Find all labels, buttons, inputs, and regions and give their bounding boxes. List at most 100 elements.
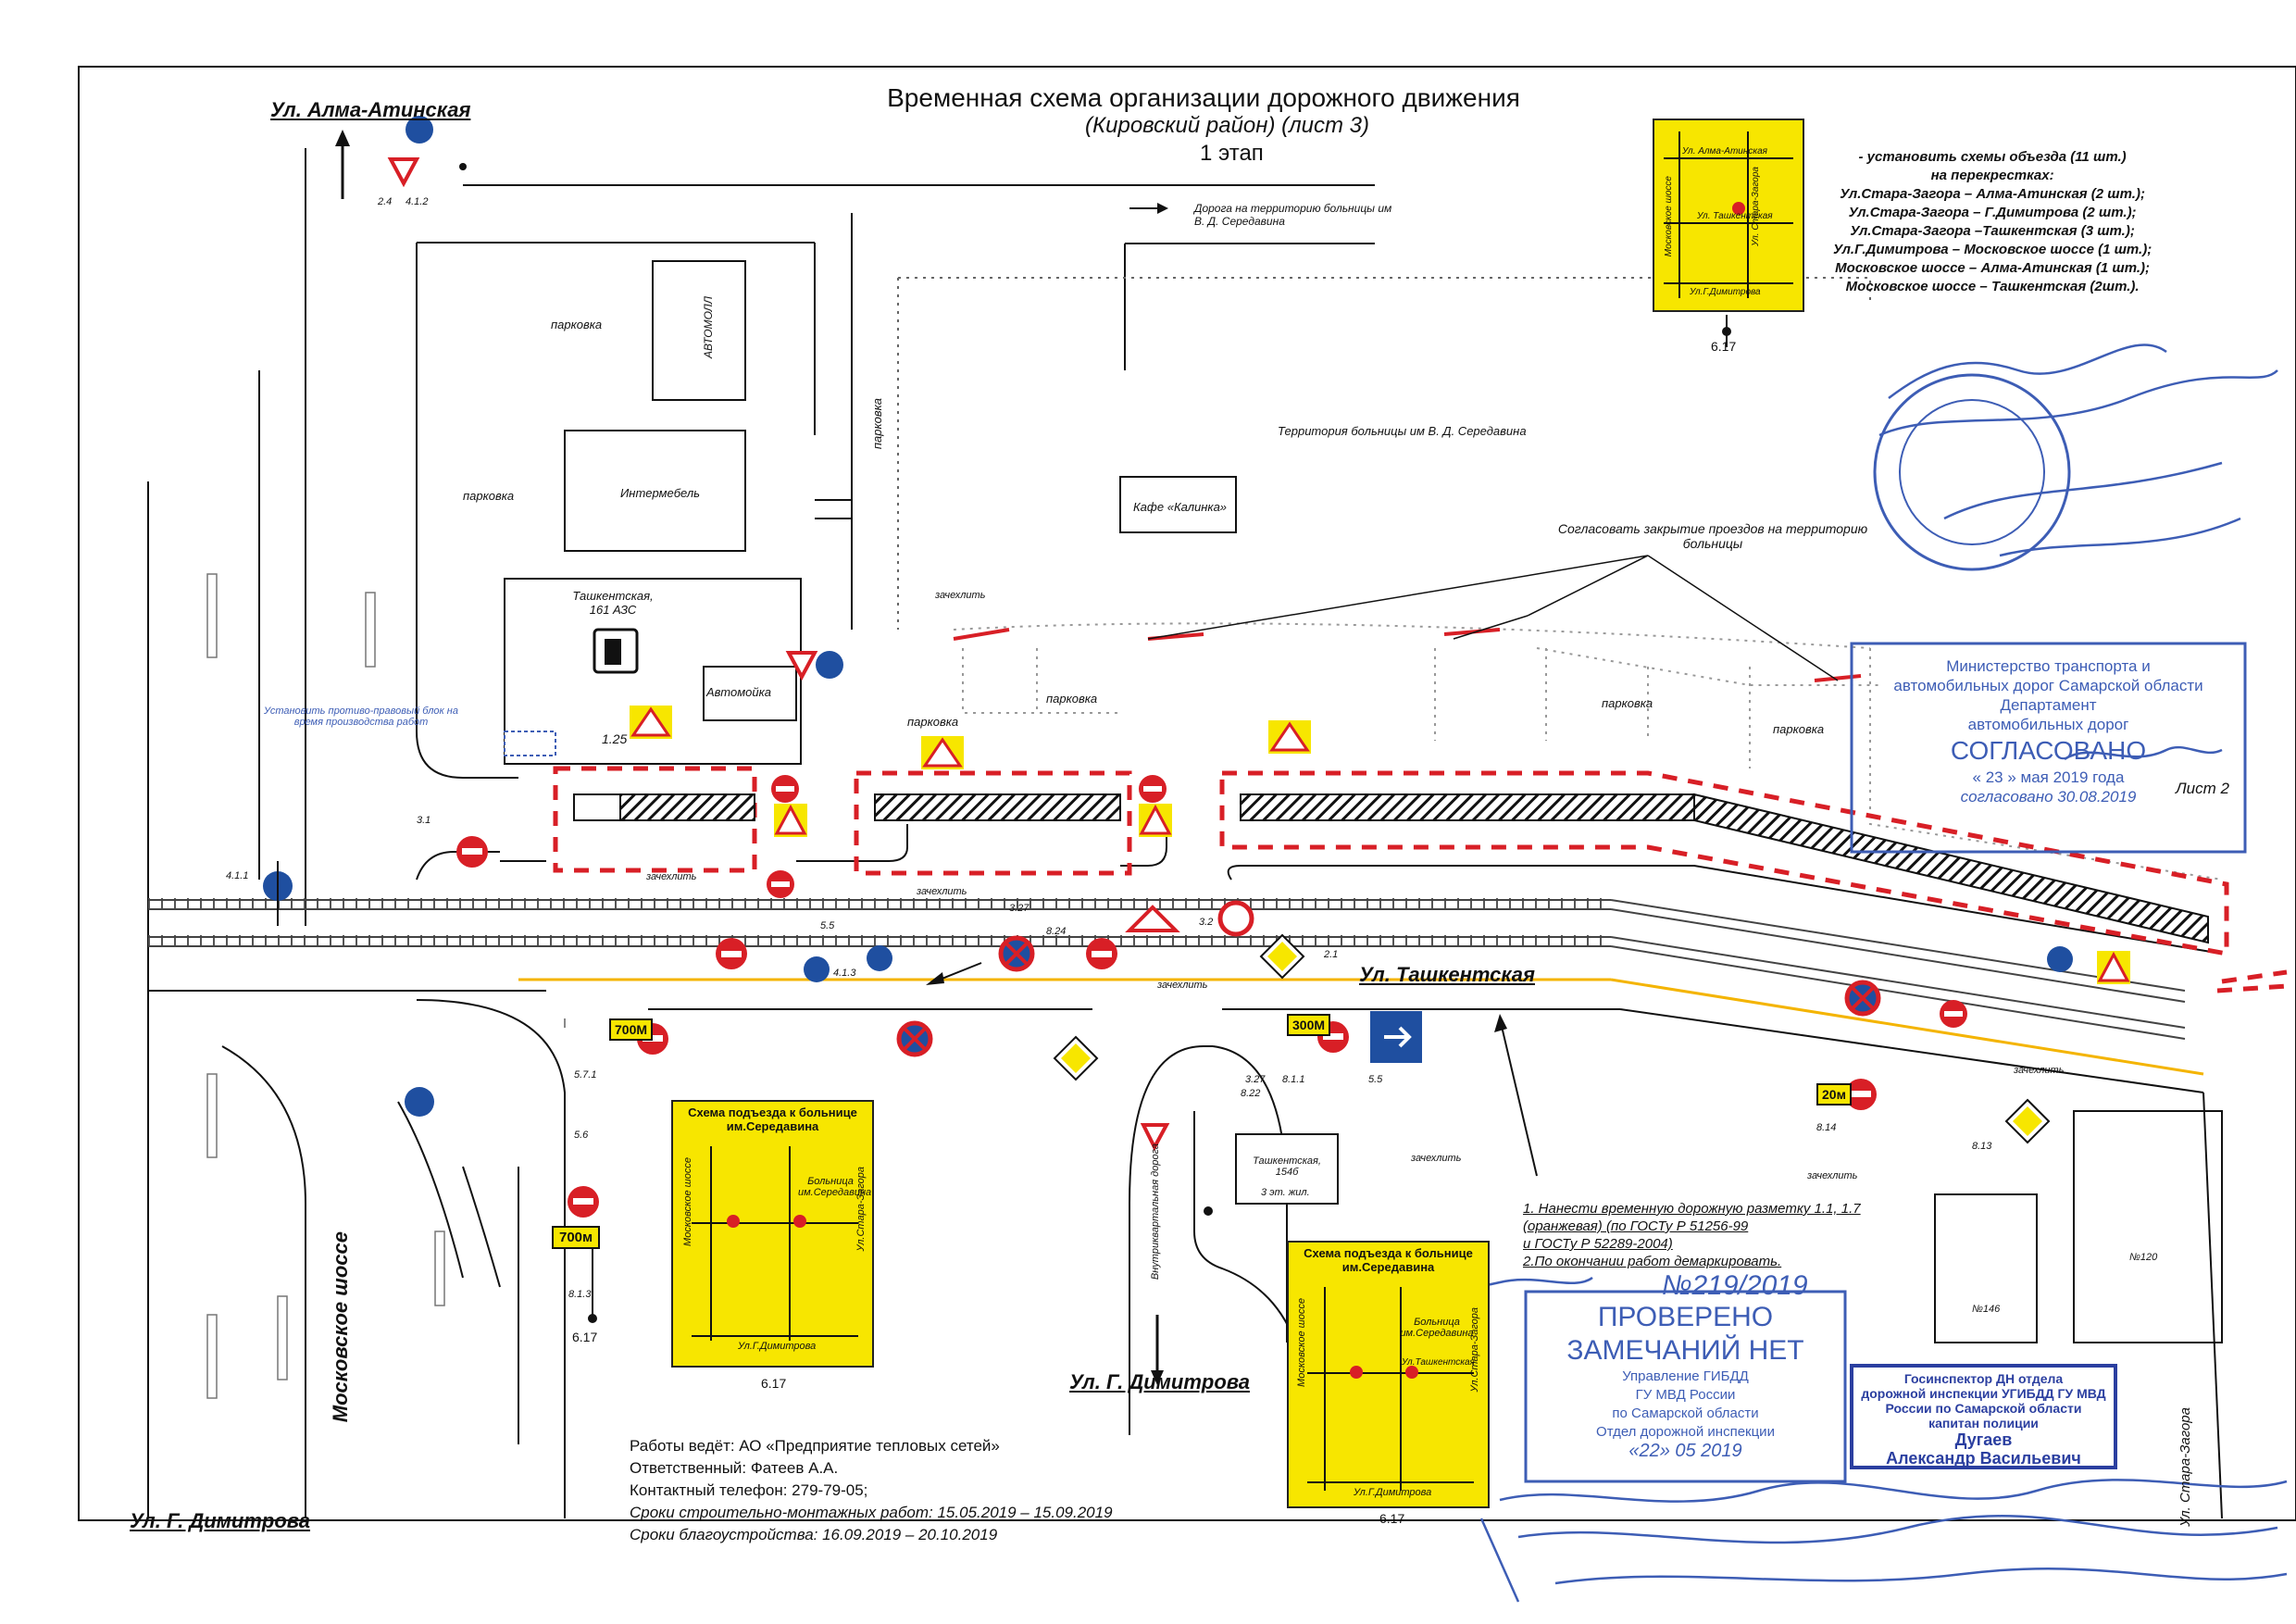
marking-line: и ГОСТу Р 52289-2004)	[1523, 1236, 1673, 1252]
distance-plate: 300М	[1287, 1014, 1331, 1036]
sign-code: 6.17	[1711, 339, 1737, 354]
sign-code: 8.1.1	[1282, 1074, 1305, 1085]
marking-line: 1. Нанести временную дорожную разметку 1…	[1523, 1201, 1861, 1217]
hospital-access-scheme-left: Схема подъезда к больнице им.Середавина …	[671, 1100, 874, 1368]
cover-note: зачехлить	[917, 886, 967, 897]
scheme-street: Московское шоссе	[1296, 1298, 1307, 1387]
cover-note: зачехлить	[1411, 1153, 1462, 1164]
building-address-label: Ташкентская, 154б	[1253, 1156, 1321, 1178]
car-wash-label: Автомойка	[706, 685, 771, 699]
scheme-street: Ул. Стара-Загора	[1751, 167, 1761, 246]
building-floors-label: 3 эт. жил.	[1261, 1187, 1310, 1198]
hospital-road-label: Дорога на территорию больницы им В. Д. С…	[1194, 202, 1392, 228]
street-dimitrova-left: Ул. Г. Димитрова	[130, 1509, 311, 1532]
sign-code: 4.1.1	[226, 870, 249, 881]
marking-note: 1. Нанести временную дорожную разметку 1…	[1523, 1200, 1861, 1270]
landscaping-dates: Сроки благоустройства: 16.09.2019 – 20.1…	[630, 1526, 998, 1543]
street-alma-atinskaya: Ул. Алма-Атинская	[270, 98, 471, 121]
street-moskovskoe: Московское шоссе	[329, 1231, 352, 1423]
detour-line: Московское шоссе – Алма-Атинская (1 шт.)…	[1835, 260, 2151, 276]
no-stopping-signs	[896, 935, 1881, 1057]
stamp-line: Дугаев	[1954, 1430, 2013, 1449]
scheme-title: Схема подъезда к больнице им.Середавина	[688, 1106, 857, 1133]
stamp-line: Департамент	[2000, 696, 2097, 714]
sign-code: 4.1.2	[406, 196, 429, 207]
antiram-note: Установить противо-правовый блок на врем…	[264, 706, 458, 728]
sign-code: 8.14	[1816, 1122, 1837, 1133]
cover-note: зачехлить	[646, 871, 697, 882]
construction-dates: Сроки строительно-монтажных работ: 15.05…	[630, 1504, 1113, 1521]
stamp-line: капитан полиции	[1928, 1416, 2039, 1430]
stamp-line: Отдел дорожной инспекции	[1596, 1424, 1775, 1440]
sign-code: 5.7.1	[574, 1069, 597, 1081]
stamp-line: автомобильных дорог	[1967, 716, 2129, 733]
scheme-street: Ул. Алма-Атинская	[1682, 146, 1767, 156]
sign-code: 4.1.3	[833, 968, 856, 979]
works-info: Работы ведёт: АО «Предприятие тепловых с…	[630, 1435, 1113, 1546]
sign-code: 3.27	[1009, 903, 1029, 914]
detour-line: на перекрестках:	[1930, 168, 2054, 183]
stamp-approved: СОГЛАСОВАНО	[1950, 736, 2147, 765]
sign-code: 3.27	[1245, 1074, 1266, 1085]
scheme-street: Ул.Ташкентская	[1402, 1357, 1475, 1368]
detour-line: Ул.Стара-Загора – Г.Димитрова (2 шт.);	[1848, 205, 2137, 220]
no-entry-signs	[456, 775, 1967, 1218]
page-title: Временная схема организации дорожного дв…	[887, 83, 1520, 112]
detour-line: Ул.Стара-Загора – Алма-Атинская (2 шт.);	[1840, 186, 2145, 202]
cafe-label: Кафе «Калинка»	[1133, 500, 1228, 514]
scheme-title: Схема подъезда к больнице им.Середавина	[1304, 1246, 1473, 1274]
stamp-line: Госинспектор ДН отдела	[1903, 1371, 2064, 1386]
stamp-date: «22» 05 2019	[1628, 1441, 1742, 1461]
parking-label: парковка	[1773, 722, 1825, 736]
stamp-agreed: согласовано 30.08.2019	[1960, 788, 2137, 806]
marking-line: 2.По окончании работ демаркировать.	[1523, 1254, 1782, 1269]
bypass-road-label: Внутриквартальная дорога	[1150, 1143, 1161, 1280]
sign-code: 1.25	[602, 731, 628, 746]
stamp-checked: ПРОВЕРЕНО	[1597, 1302, 1774, 1332]
distance-plate: 700М	[609, 1018, 654, 1041]
gibdd-checked-stamp: ПРОВЕРЕНО ЗАМЕЧАНИЙ НЕТ Управление ГИБДД…	[1528, 1293, 1843, 1480]
sign-code: 8.1.3	[568, 1289, 592, 1300]
scheme-street: Ул.Г.Димитрова	[1690, 287, 1761, 297]
scheme-street: Ул.Г.Димитрова	[738, 1341, 817, 1352]
stamp-line: дорожной инспекции УГИБДД ГУ МВД	[1861, 1386, 2106, 1401]
contractor: Работы ведёт: АО «Предприятие тепловых с…	[630, 1437, 1000, 1455]
sign-code: 6.17	[1379, 1511, 1405, 1526]
sign-code: 5.6	[574, 1130, 589, 1141]
closure-barriers	[953, 628, 1862, 682]
stamp-line: Управление ГИБДД	[1622, 1368, 1749, 1384]
azs-label: Ташкентская, 161 АЗС	[572, 589, 654, 617]
sign-code: 8.13	[1972, 1141, 1992, 1152]
scheme-street: Ул. Ташкентская	[1697, 211, 1773, 221]
detour-scheme-top: Ул. Алма-Атинская Ул. Ташкентская Ул.Г.Д…	[1653, 119, 1804, 312]
scheme-street: Ул.Стара-Загора	[855, 1167, 867, 1252]
parking-label: парковка	[1602, 696, 1653, 710]
stamp-line: по Самарской области	[1612, 1405, 1759, 1421]
stamp-line: ГУ МВД России	[1635, 1387, 1736, 1403]
give-way-signs	[387, 157, 1180, 1152]
house-number: №120	[2129, 1252, 2158, 1263]
detour-line: - установить схемы объезда (11 шт.)	[1858, 149, 2127, 165]
stage-label: 1 этап	[1200, 141, 1264, 166]
street-tashkentskaya: Ул. Ташкентская	[1359, 963, 1535, 986]
sign-code: 2.4	[378, 196, 393, 207]
direction-signs	[263, 116, 2073, 1117]
responsible: Ответственный: Фатеев А.А.	[630, 1459, 839, 1477]
detour-line: Ул.Стара-Загора –Ташкентская (3 шт.);	[1850, 223, 2135, 239]
ministry-approval-stamp: Министерство транспорта и автомобильных …	[1853, 645, 2243, 850]
scheme-street: Ул.Стара-Загора	[1469, 1307, 1480, 1393]
stamp-line: России по Самарской области	[1885, 1401, 2082, 1416]
sign-code: 3.1	[417, 815, 431, 826]
distance-plate: 20м	[1816, 1083, 1852, 1106]
street-dimitrova-center: Ул. Г. Димитрова	[1069, 1370, 1251, 1393]
inspector-stamp: Госинспектор ДН отдела дорожной инспекци…	[1853, 1368, 2114, 1468]
roadwork-signs	[630, 706, 2130, 984]
work-zones	[553, 766, 2288, 993]
stamp-date: « 23 » мая 2019 года	[1972, 768, 2125, 786]
detour-note: - установить схемы объезда (11 шт.) на п…	[1833, 148, 2152, 296]
house-number: №146	[1972, 1304, 2001, 1315]
hospital-territory-label: Территория больницы им В. Д. Середавина	[1278, 424, 1527, 438]
cover-note: зачехлить	[2014, 1065, 2065, 1076]
intermebel-label: Интермебель	[620, 486, 701, 500]
detour-line: Московское шоссе – Ташкентская (2шт.).	[1845, 279, 2140, 294]
